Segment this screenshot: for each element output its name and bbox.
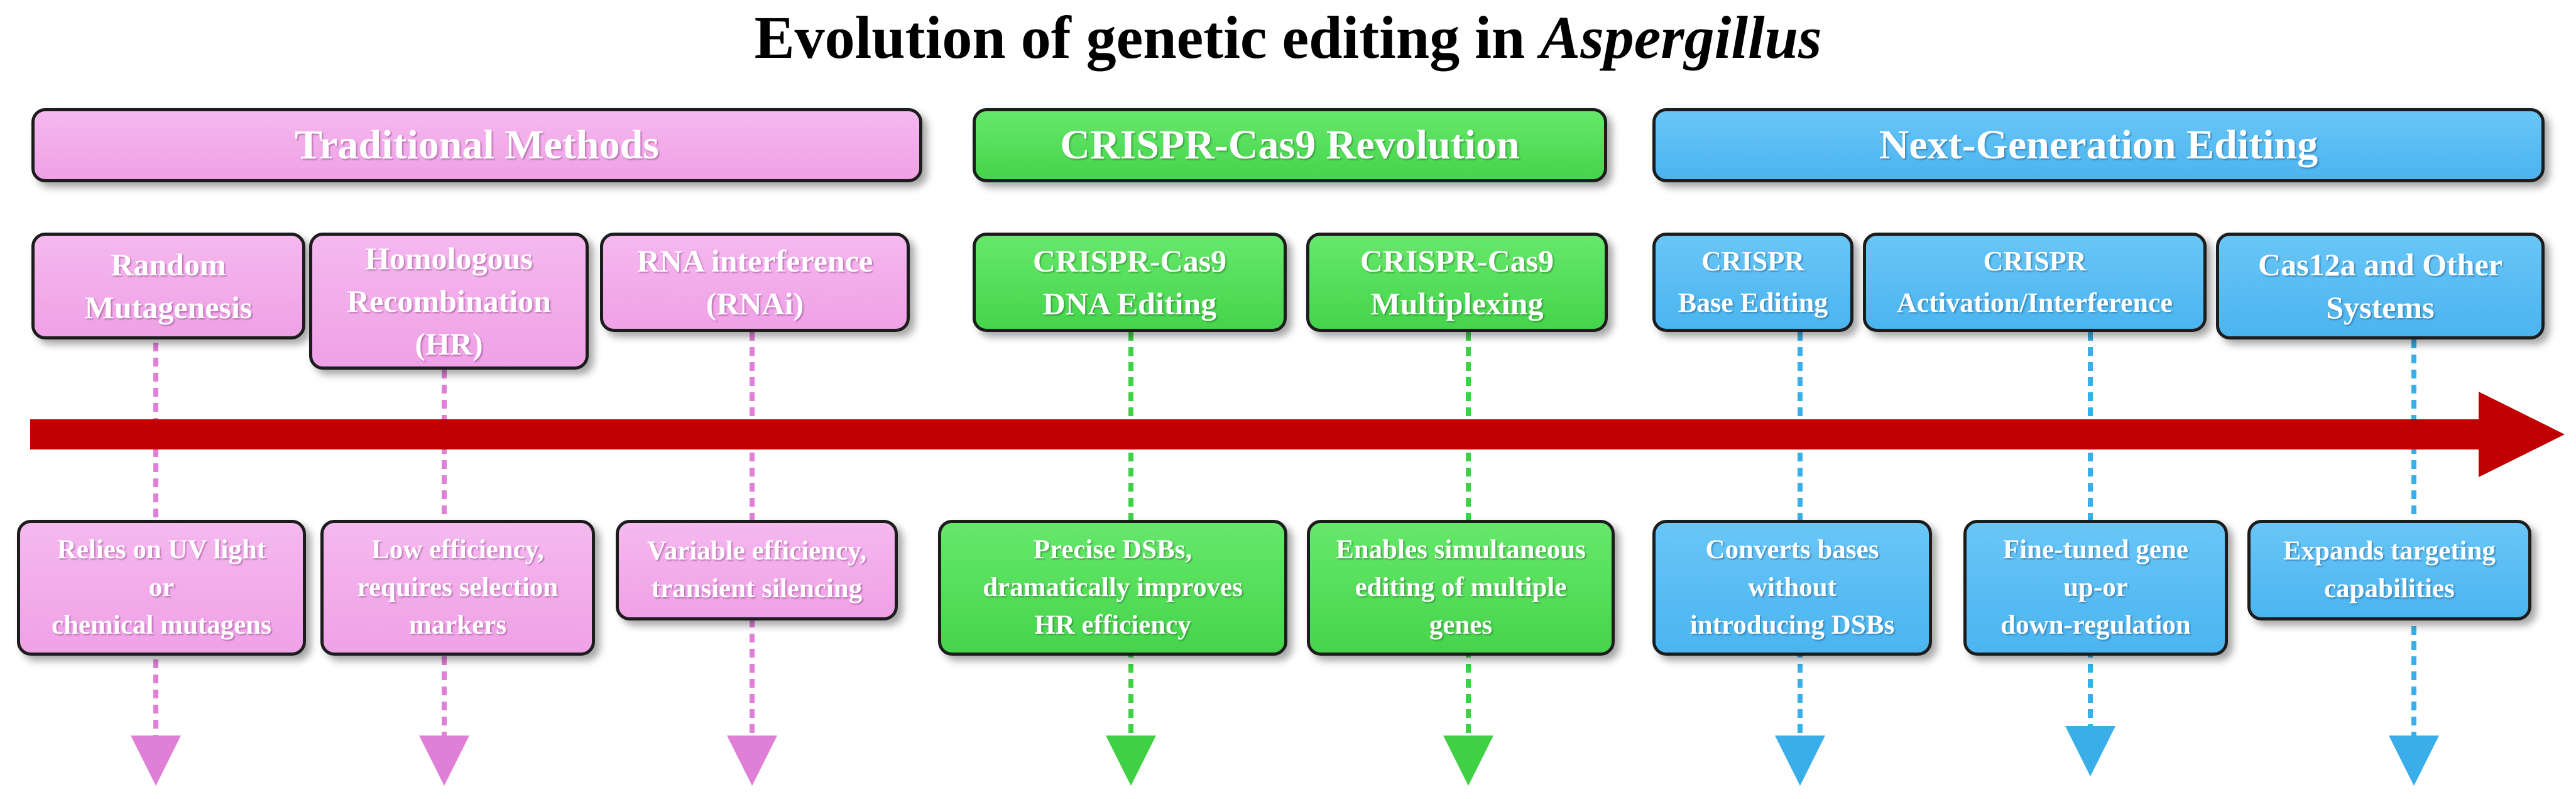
- desc-base-editing-text: Converts bases without introducing DSBs: [1689, 535, 1895, 640]
- method-random-mutagenesis-label: Random Mutagenesis: [84, 247, 253, 325]
- desc-activation-interference-text: Fine-tuned gene up-or down-regulation: [2000, 535, 2191, 640]
- desc-homologous-recombination: Low efficiency, requires selection marke…: [320, 520, 595, 656]
- desc-cas9-dna-editing-text: Precise DSBs, dramatically improves HR e…: [983, 535, 1243, 640]
- method-cas12a-label: Cas12a and Other Systems: [2258, 247, 2502, 325]
- title-italic: Aspergillus: [1540, 4, 1822, 71]
- method-activation-interference: CRISPR Activation/Interference: [1863, 233, 2207, 332]
- method-cas9-multiplexing: CRISPR-Cas9 Multiplexing: [1306, 233, 1608, 332]
- method-cas12a: Cas12a and Other Systems: [2216, 233, 2545, 339]
- desc-activation-interference: Fine-tuned gene up-or down-regulation: [1963, 520, 2228, 656]
- method-homologous-recombination-label: Homologous Recombination (HR): [347, 241, 551, 361]
- desc-rnai: Variable efficiency, transient silencing: [616, 520, 898, 620]
- method-cas9-dna-editing-label: CRISPR-Cas9 DNA Editing: [1032, 243, 1227, 321]
- header-traditional-methods: Traditional Methods: [31, 108, 922, 182]
- desc-cas9-multiplexing: Enables simultaneous editing of multiple…: [1307, 520, 1615, 656]
- desc-cas9-dna-editing: Precise DSBs, dramatically improves HR e…: [938, 520, 1287, 656]
- method-base-editing-label: CRISPR Base Editing: [1678, 246, 1828, 318]
- desc-rnai-text: Variable efficiency, transient silencing: [647, 536, 867, 603]
- method-cas9-dna-editing: CRISPR-Cas9 DNA Editing: [973, 233, 1287, 332]
- header-next-generation-editing: Next-Generation Editing: [1652, 108, 2545, 182]
- method-rnai-label: RNA interference (RNAi): [636, 243, 873, 321]
- desc-homologous-recombination-text: Low efficiency, requires selection marke…: [357, 535, 559, 640]
- title-text: Evolution of genetic editing in: [754, 4, 1541, 71]
- header-crispr-label: CRISPR-Cas9 Revolution: [1060, 122, 1520, 168]
- header-nextgen-label: Next-Generation Editing: [1879, 122, 2318, 168]
- method-activation-interference-label: CRISPR Activation/Interference: [1896, 246, 2173, 318]
- desc-random-mutagenesis-text: Relies on UV light or chemical mutagens: [52, 535, 271, 640]
- method-base-editing: CRISPR Base Editing: [1652, 233, 1853, 332]
- method-homologous-recombination: Homologous Recombination (HR): [309, 233, 589, 370]
- method-random-mutagenesis: Random Mutagenesis: [31, 233, 305, 339]
- desc-cas9-multiplexing-text: Enables simultaneous editing of multiple…: [1336, 535, 1586, 640]
- desc-random-mutagenesis: Relies on UV light or chemical mutagens: [17, 520, 306, 656]
- method-rnai: RNA interference (RNAi): [600, 233, 910, 332]
- header-crispr-revolution: CRISPR-Cas9 Revolution: [973, 108, 1607, 182]
- desc-cas12a-text: Expands targeting capabilities: [2283, 536, 2496, 603]
- diagram-title: Evolution of genetic editing in Aspergil…: [0, 0, 2576, 75]
- desc-base-editing: Converts bases without introducing DSBs: [1652, 520, 1932, 656]
- timeline-arrow: [30, 392, 2565, 477]
- header-traditional-label: Traditional Methods: [295, 122, 659, 168]
- method-cas9-multiplexing-label: CRISPR-Cas9 Multiplexing: [1360, 243, 1554, 321]
- desc-cas12a: Expands targeting capabilities: [2247, 520, 2531, 620]
